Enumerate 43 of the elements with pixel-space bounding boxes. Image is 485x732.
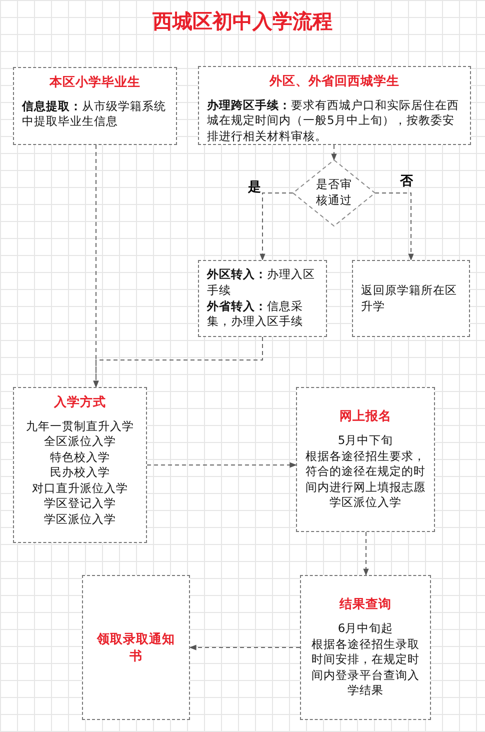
box-text: 根据各途径招生要求，符合的途径在规定的时间内进行网上填报志愿 [305,448,426,496]
box-text: 民办校入学 [49,465,111,481]
box-text: 学区派位入学 [43,512,117,528]
box-text: 学区登记入学 [43,496,117,512]
box-heading: 入学方式 [52,394,107,411]
box-text: 九年一贯制直升入学 [25,418,135,434]
diagram-title: 西城区初中入学流程 [152,8,334,35]
box-text: 5月中下旬 [336,433,394,449]
box-text: 外省转入：信息采集，办理入区手续 [207,298,304,330]
process-box [300,575,431,720]
process-box [82,575,190,720]
box-text: 是否审核通过 [315,177,353,209]
process-box [198,260,327,337]
box-text: 信息提取：从市级学籍系统中提取毕业生信息 [22,98,167,130]
box-heading: 本区小学毕业生 [48,74,142,91]
box-text: 根据各途径招生录取时间安排，在规定时间内登录平台查询入学结果 [310,636,420,699]
decision-diamond [293,160,375,226]
box-text: 对口直升派位入学 [31,480,129,496]
box-heading: 网上报名 [338,408,392,426]
process-box [198,66,471,145]
box-text: 办理跨区手续：要求有西城户口和实际居住在西城在规定时间内（一般5月中上旬），按教委安排进行相关材料审核。 [207,98,460,144]
arrow [146,462,297,468]
arrow [331,144,337,161]
box-text: 学区派位入学 [328,495,402,511]
edge-label: 是 [247,179,262,196]
box-text: 特色校入学 [49,450,111,466]
box-text: 全区派位入学 [43,434,117,450]
box-text: 返回原学籍所在区升学 [361,282,458,314]
arrow [189,644,300,650]
arrow [260,192,294,261]
edge-label: 否 [399,173,414,190]
process-box [296,387,435,532]
box-heading: 领取录取通知书 [96,630,176,664]
arrow [363,532,369,576]
box-heading: 外区、外省回西城学生 [268,73,400,90]
arrow [374,192,414,261]
process-box [13,387,147,543]
box-text: 6月中旬起 [336,621,394,637]
box-heading: 结果查询 [338,596,392,614]
process-box [13,67,177,145]
process-box [352,260,470,337]
box-text: 外区转入：办理入区手续 [207,267,316,298]
arrow [93,336,263,388]
